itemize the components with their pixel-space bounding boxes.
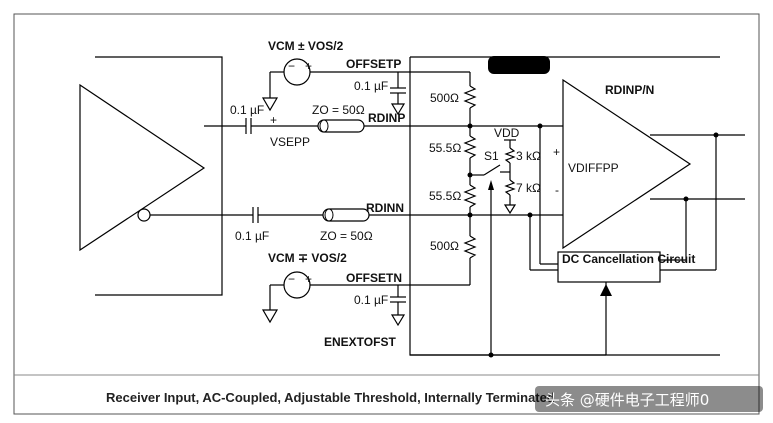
label-enextofst: ENEXTOFST (324, 335, 396, 349)
label-src-top-plus: + (305, 59, 312, 73)
label-cap-in-n: 0.1 µF (235, 229, 269, 243)
resistor-55-top (463, 135, 477, 159)
label-r500-top: 500Ω (430, 91, 459, 105)
driver-triangle (79, 83, 206, 252)
label-dc-cancel-line: DC Cancellation Circuit (562, 252, 695, 266)
label-s1: S1 (484, 149, 499, 163)
label-offsetn: OFFSETN (346, 271, 402, 285)
label-cap-bot-offset: 0.1 µF (354, 293, 388, 307)
watermark-bg (535, 386, 763, 412)
label-r7k: 7 kΩ (516, 181, 541, 195)
watermark-text: 头条 @硬件电子工程师0 (545, 391, 709, 409)
label-vdd: VDD (494, 126, 520, 140)
receiver-amplifier (562, 78, 692, 250)
label-r3k: 3 kΩ (516, 149, 541, 163)
label-vdiffpp: VDIFFPP (568, 161, 619, 175)
resistor-7k (504, 179, 516, 196)
label-src-bot-minus: − (288, 272, 295, 286)
label-amp-plus: + (553, 145, 560, 159)
switch-s1 (483, 164, 501, 176)
label-r55-bot: 55.5Ω (429, 189, 461, 203)
label-rdinn: RDINN (366, 201, 404, 215)
label-r55-top: 55.5Ω (429, 141, 461, 155)
label-src-top-minus: − (288, 59, 295, 73)
label-vsepp: VSEPP (270, 135, 310, 149)
resistor-3k (504, 147, 516, 164)
label-src-bot-plus: + (305, 272, 312, 286)
resistor-500-top (463, 85, 477, 109)
label-zo-p: ZO = 50Ω (312, 103, 365, 117)
label-amp-minus: - (555, 183, 559, 197)
label-cap-in-p: 0.1 µF (230, 103, 264, 117)
label-vcm-top: VCM ± VOS/2 (268, 39, 344, 53)
label-dc-cancel: DC Cancellation Circuit (562, 252, 695, 266)
label-plus-p: + (270, 113, 277, 127)
driver-inverting-bubble (137, 208, 151, 222)
label-offsetp: OFFSETP (346, 57, 401, 71)
label-vcm-bot: VCM ∓ VOS/2 (268, 251, 347, 265)
dc-cancellation-block (557, 251, 661, 283)
label-zo-n: ZO = 50Ω (320, 229, 373, 243)
ground-symbol (261, 97, 279, 112)
redaction-block (488, 56, 550, 74)
label-rdinp: RDINP (368, 111, 405, 125)
label-rdinpn: RDINP/N (605, 83, 654, 97)
figure-caption: Receiver Input, AC-Coupled, Adjustable T… (106, 390, 555, 405)
label-r500-bot: 500Ω (430, 239, 459, 253)
resistor-55-bot (463, 184, 477, 208)
outer-frame (13, 13, 760, 415)
label-cap-top-offset: 0.1 µF (354, 79, 388, 93)
resistor-500-bot (463, 235, 477, 259)
driver-box (95, 56, 223, 296)
